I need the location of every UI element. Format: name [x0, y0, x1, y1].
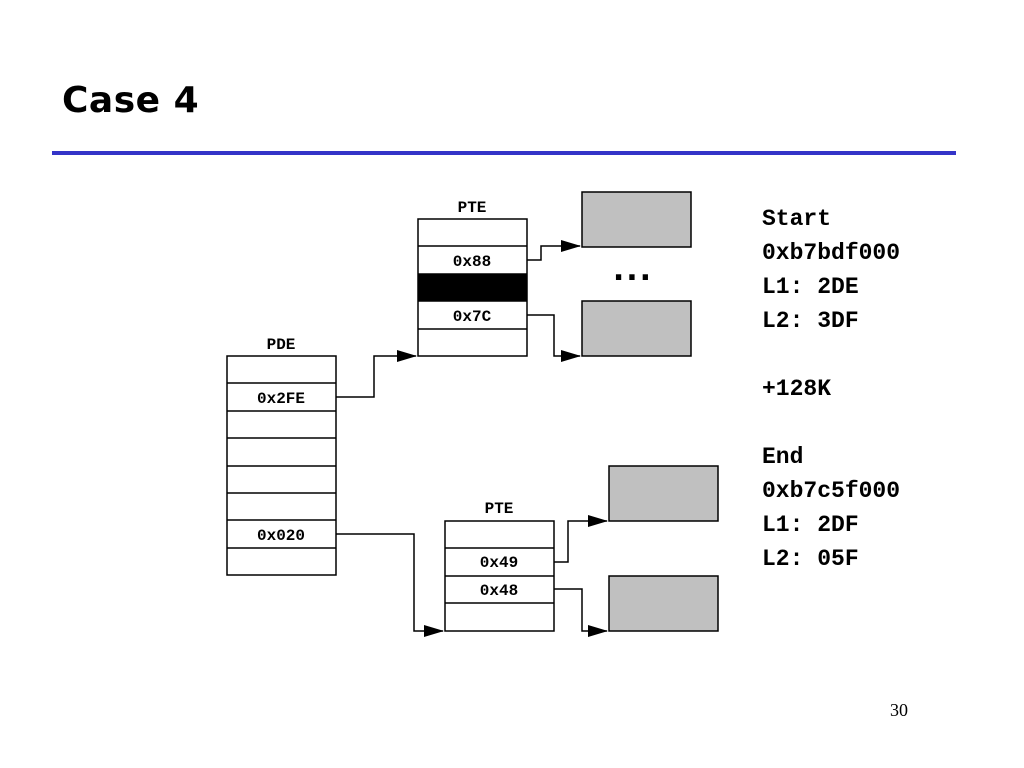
info-start-l2: L2: 3DF [762, 308, 859, 334]
info-spacer-1 [762, 338, 900, 372]
title-divider [52, 151, 956, 155]
pte-table-top: PTE 0x88 0x7C [417, 199, 528, 357]
arrows [336, 240, 608, 637]
arrow-0x7c-to-page [527, 314, 581, 362]
arrow-0x48-to-page [554, 588, 608, 637]
address-info: Start 0xb7bdf000 L1: 2DE L2: 3DF +128K E… [762, 202, 900, 576]
pte-bottom-entry-0x48: 0x48 [480, 582, 518, 600]
info-end-address: 0xb7c5f000 [762, 478, 901, 504]
pte-table-bottom: PTE 0x49 0x48 [444, 500, 555, 632]
pte-top-entry-0x7c: 0x7C [453, 308, 492, 326]
info-start-address: 0xb7bdf000 [762, 240, 901, 266]
arrow-pde-to-pte-top [336, 350, 417, 398]
pte-top-highlighted-entry [418, 274, 527, 301]
page-box-top-2 [581, 300, 692, 357]
pte-top-entry-0x88: 0x88 [453, 253, 491, 271]
arrow-0x49-to-page [554, 515, 608, 563]
page-number: 30 [890, 700, 908, 720]
slide-title: Case 4 [62, 80, 200, 121]
info-start-l1: L1: 2DE [762, 274, 859, 300]
page-box-bottom-1 [608, 465, 719, 522]
info-spacer-2 [762, 406, 900, 440]
pte-bottom-entry-0x49: 0x49 [480, 554, 518, 572]
pte-top-header: PTE [458, 199, 487, 217]
pde-header: PDE [267, 336, 296, 354]
pde-table: PDE 0x2FE 0x020 [226, 336, 337, 576]
page-box-top-1 [581, 191, 692, 248]
page-box-bottom-2 [608, 575, 719, 632]
pte-bottom-header: PTE [485, 500, 514, 518]
arrow-pde-to-pte-bottom [336, 533, 444, 637]
info-end-l1: L1: 2DF [762, 512, 859, 538]
pde-entry-0x020: 0x020 [257, 527, 305, 545]
info-size: +128K [762, 376, 832, 402]
info-end-l2: L2: 05F [762, 546, 859, 572]
ellipsis: ... [613, 253, 653, 288]
pde-entry-0x2fe: 0x2FE [257, 390, 305, 408]
arrow-0x88-to-page [527, 240, 581, 261]
info-end-label: End [762, 444, 804, 470]
info-start-label: Start [762, 206, 832, 232]
